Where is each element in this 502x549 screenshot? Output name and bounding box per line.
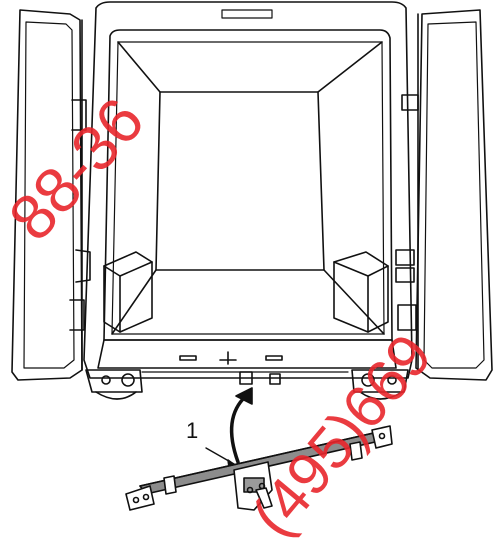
van-towbar-illustration (11, 1, 493, 511)
mounting-arrow (229, 387, 253, 464)
right-rear-door (395, 9, 493, 381)
callout-number: 1 (186, 418, 199, 443)
van-body (83, 1, 413, 379)
rear-bumper (85, 339, 409, 400)
left-rear-door (11, 9, 91, 381)
cargo-interior (103, 41, 389, 335)
tow-bar-beam (125, 425, 393, 511)
